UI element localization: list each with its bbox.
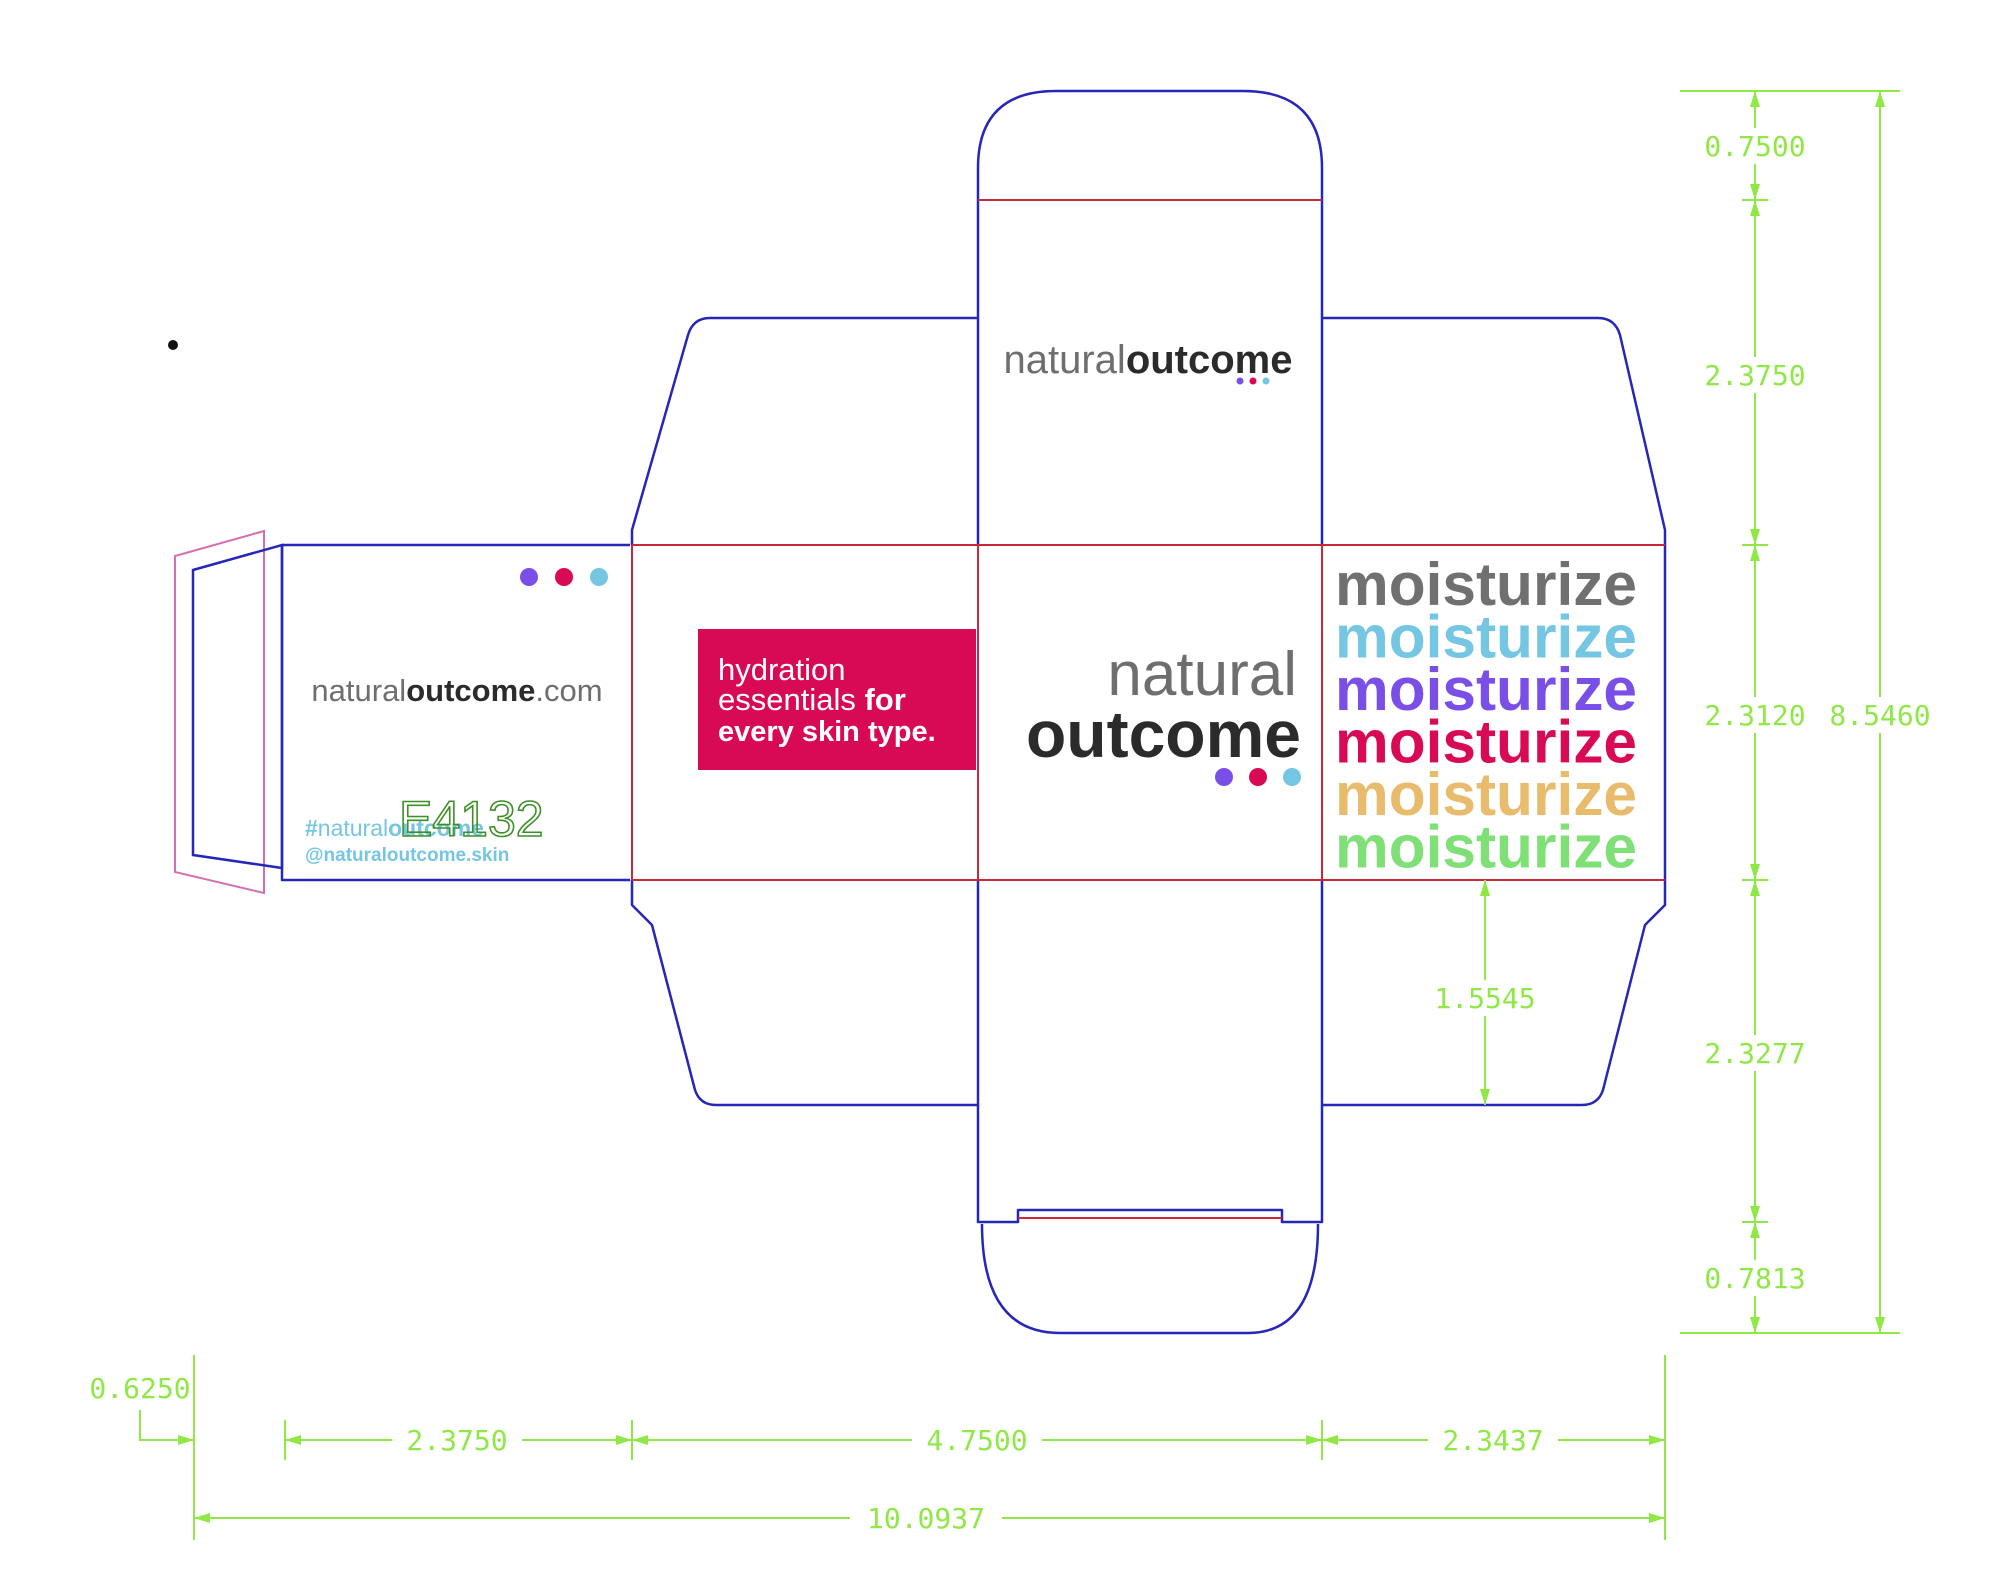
front-dot-blue — [1283, 768, 1301, 786]
tagline-line3: every skin type. — [718, 716, 936, 748]
tagline-box — [698, 629, 976, 770]
moisturize-word-4: moisturize — [1335, 709, 1637, 776]
dim-right-5: 0.7813 — [1704, 1262, 1805, 1295]
dimension-arrows — [178, 91, 1885, 1523]
dim-total-height: 8.5460 — [1829, 699, 1930, 732]
side-panel-cut — [280, 543, 630, 882]
side-dot-purple — [520, 568, 538, 586]
side-hashtag: #naturaloutcome — [305, 815, 484, 841]
dim-bottom-2: 4.7500 — [926, 1424, 1027, 1457]
dim-glue-tab: 0.6250 — [89, 1372, 190, 1405]
top-flap-dot-blue — [1262, 377, 1270, 385]
bottom-tuck-cut — [980, 1223, 1320, 1335]
top-flap-dot-purple — [1236, 377, 1244, 385]
dim-right-4: 2.3277 — [1704, 1037, 1805, 1070]
tagline-line2: essentials for — [718, 682, 906, 717]
moisturize-stack: moisturizemoisturizemoisturizemoisturize… — [1335, 551, 1637, 881]
side-website: naturaloutcome.com — [311, 673, 602, 708]
moisturize-word-3: moisturize — [1335, 656, 1637, 723]
fold-lines — [631, 199, 1665, 1219]
side-dot-blue — [590, 568, 608, 586]
glue-tab-outer — [174, 529, 265, 895]
front-logo-bold: outcome — [1026, 697, 1301, 771]
dim-flap-height: 1.5545 — [1434, 982, 1535, 1015]
side-dot-pink — [555, 568, 573, 586]
moisturize-word-1: moisturize — [1335, 551, 1637, 618]
top-left-flap-cut — [630, 316, 978, 545]
front-dot-pink — [1249, 768, 1267, 786]
top-tuck-flap-cut — [976, 89, 1324, 545]
moisturize-word-6: moisturize — [1335, 814, 1637, 881]
dim-total-width: 10.0937 — [867, 1502, 985, 1535]
top-flap-logo: naturaloutcome — [1004, 338, 1293, 382]
cut-lines — [280, 89, 1667, 1335]
bottom-right-flap-cut — [1322, 880, 1667, 1107]
dim-bottom-1: 2.3750 — [406, 1424, 507, 1457]
dim-bottom-3: 2.3437 — [1442, 1424, 1543, 1457]
moisturize-word-2: moisturize — [1335, 604, 1637, 671]
front-logo-light: natural — [1107, 640, 1297, 709]
glue-tab — [174, 529, 284, 895]
bottom-tuck-flap-cut — [976, 880, 1324, 1224]
moisturize-word-5: moisturize — [1335, 761, 1637, 828]
dimension-labels: 0.7500 2.3750 2.3120 2.3277 0.7813 8.546… — [89, 128, 1936, 1536]
glue-tab-inner — [191, 543, 284, 870]
top-flap-dot-pink — [1249, 377, 1257, 385]
side-handle: @naturaloutcome.skin — [305, 845, 509, 866]
bottom-left-flap-cut — [630, 880, 978, 1107]
dim-right-1: 0.7500 — [1704, 130, 1805, 163]
dim-right-3: 2.3120 — [1704, 699, 1805, 732]
top-right-flap-cut — [1322, 316, 1667, 545]
side-code: E4132 — [399, 791, 544, 847]
front-dot-purple — [1215, 768, 1233, 786]
dim-right-2: 2.3750 — [1704, 359, 1805, 392]
stray-dot — [168, 340, 178, 350]
tagline-line1: hydration — [718, 652, 846, 687]
